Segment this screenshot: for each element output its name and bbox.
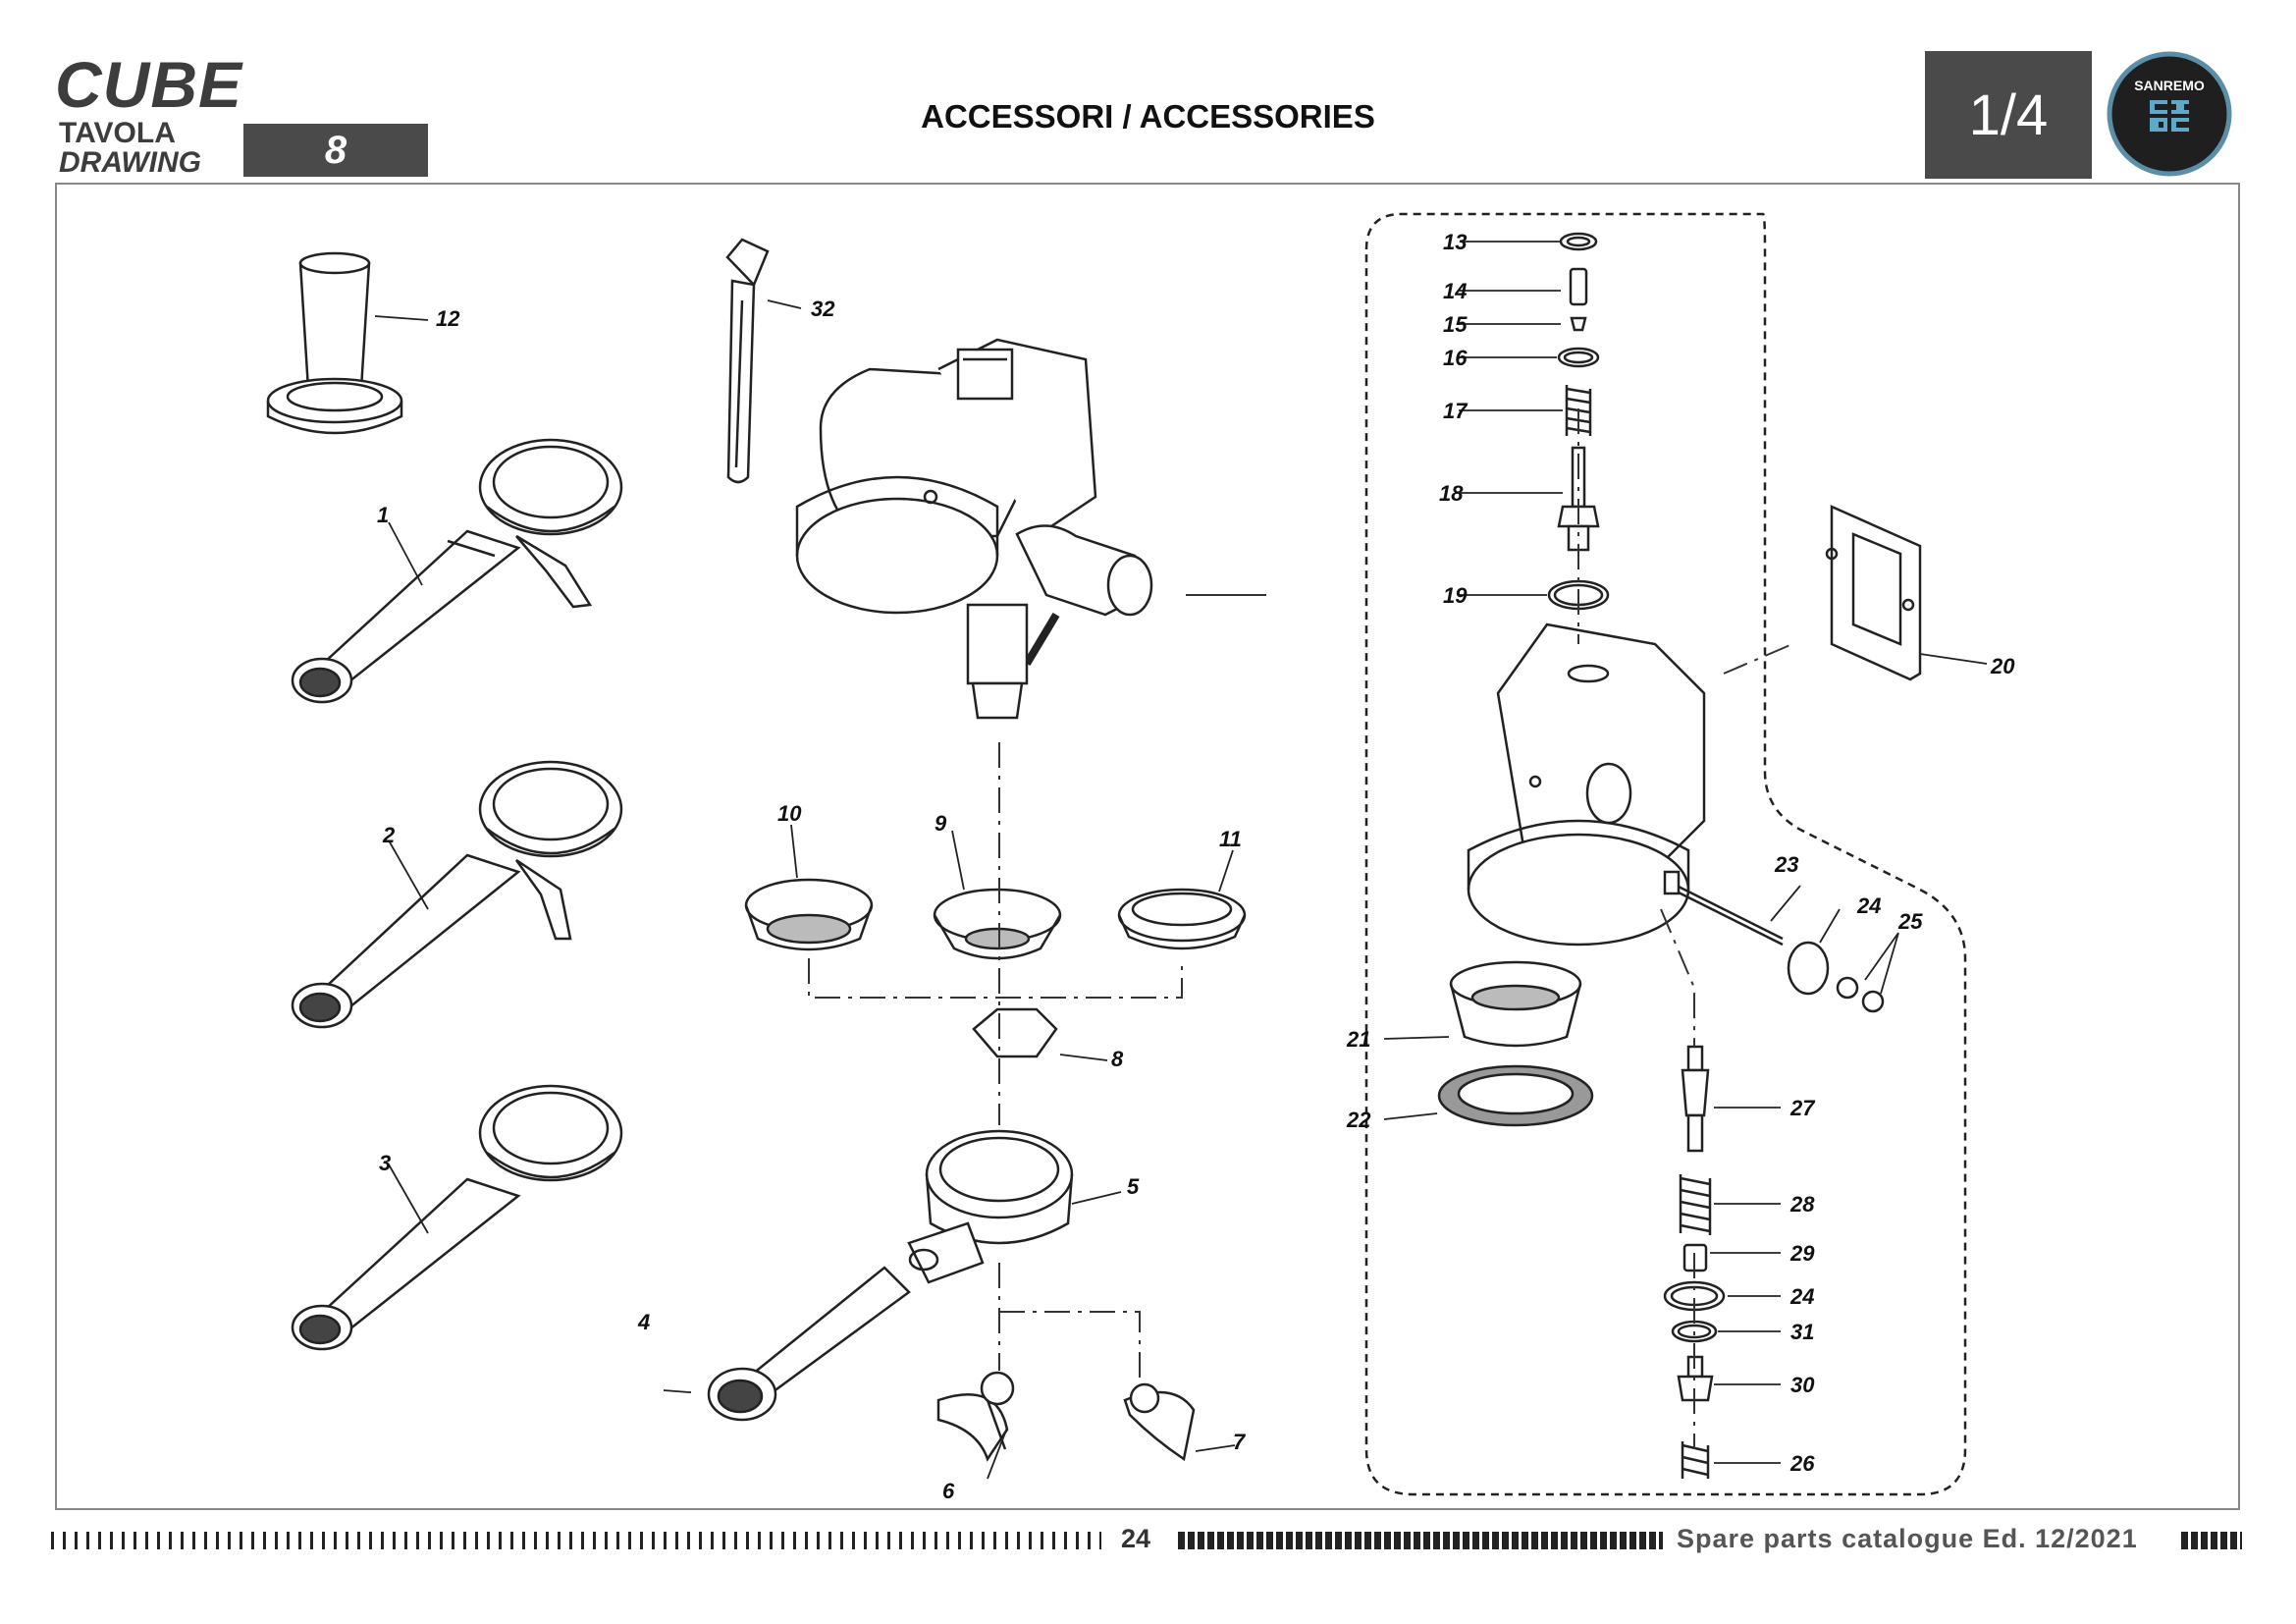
- part-27-piston: [1681, 1045, 1710, 1153]
- part-24-ring: [1787, 941, 1830, 996]
- callout-3: 3: [379, 1151, 391, 1175]
- part-3-portafilter: [291, 1084, 623, 1351]
- callout-28: 28: [1789, 1192, 1815, 1217]
- part-11-blind-basket: [1117, 888, 1247, 950]
- footer-page-number: 24: [1121, 1524, 1151, 1553]
- callout-15: 15: [1443, 312, 1468, 337]
- part-26-spring: [1681, 1441, 1710, 1479]
- callout-25: 25: [1897, 909, 1923, 934]
- callout-30: 30: [1790, 1373, 1815, 1397]
- part-16-ring: [1557, 347, 1600, 368]
- sanremo-logo-icon: SANREMO: [2107, 51, 2232, 177]
- part-8-spring-clip: [972, 1007, 1058, 1058]
- callout-5: 5: [1127, 1174, 1140, 1199]
- brand-name: CUBE: [55, 48, 243, 121]
- callout-22: 22: [1346, 1108, 1371, 1132]
- callout-21: 21: [1346, 1027, 1370, 1052]
- callout-20: 20: [1990, 654, 2015, 678]
- group-head-assembly: [795, 338, 1153, 720]
- callout-9: 9: [934, 811, 947, 836]
- callout-17: 17: [1443, 399, 1468, 423]
- part-9-filter-basket: [933, 888, 1062, 960]
- callout-32: 32: [811, 297, 835, 321]
- page-counter: 1/4: [1968, 82, 2049, 147]
- callout-26: 26: [1789, 1451, 1815, 1476]
- callout-8: 8: [1111, 1047, 1124, 1071]
- part-12-tamper: [266, 251, 403, 435]
- page-title: ACCESSORI / ACCESSORIES: [921, 98, 1375, 135]
- callout-31: 31: [1790, 1320, 1814, 1344]
- callout-14: 14: [1443, 279, 1467, 303]
- part-21-shower-screen: [1449, 960, 1582, 1048]
- callout-29: 29: [1789, 1241, 1815, 1266]
- part-28-spring: [1679, 1174, 1712, 1235]
- drawing-number: 8: [324, 128, 347, 172]
- page-counter-badge: 1/4: [1925, 51, 2092, 179]
- callout-1: 1: [377, 503, 389, 527]
- subassembly-outline: [1364, 212, 1967, 1496]
- footer-bars-right: [2181, 1532, 2242, 1549]
- callout-23: 23: [1774, 852, 1798, 877]
- callout-16: 16: [1443, 346, 1468, 370]
- part-10-filter-basket: [744, 878, 874, 951]
- part-30-valve: [1677, 1355, 1714, 1402]
- part-5-portafilter-body: [907, 1129, 1074, 1284]
- part-20-gasket-plate: [1825, 505, 1922, 681]
- tavola-label: TAVOLA: [59, 117, 176, 149]
- part-15-screw: [1570, 316, 1587, 332]
- drawing-number-badge: 8: [243, 124, 428, 177]
- part-2-portafilter: [291, 760, 623, 1029]
- part-22-group-gasket: [1437, 1064, 1594, 1127]
- footer-bars-middle: [1178, 1532, 1663, 1549]
- part-32-brush: [725, 238, 770, 484]
- callout-24-top: 24: [1856, 893, 1881, 918]
- callout-6: 6: [942, 1479, 955, 1503]
- exploded-diagram: 12 32 1 2 3 10 9 11 8 5 4 6 7 13 14 15 1…: [266, 212, 2015, 1503]
- logo-text: SANREMO: [2134, 78, 2205, 93]
- footer-catalogue: Spare parts catalogue Ed. 12/2021: [1677, 1524, 2138, 1553]
- callout-19: 19: [1443, 583, 1468, 608]
- callout-7: 7: [1233, 1430, 1247, 1454]
- callout-2: 2: [382, 823, 396, 847]
- right-group-head: [1467, 623, 1706, 947]
- part-6-spout: [936, 1371, 1015, 1462]
- callout-10: 10: [777, 801, 802, 826]
- footer-bars-left: [51, 1532, 1101, 1549]
- callout-24-lower: 24: [1789, 1284, 1814, 1309]
- callout-11: 11: [1219, 827, 1242, 851]
- part-13-ring: [1559, 232, 1598, 251]
- drawing-frame: [55, 183, 2240, 1510]
- callout-13: 13: [1443, 230, 1467, 254]
- callout-18: 18: [1439, 481, 1464, 506]
- part-25-washer: [1836, 976, 1885, 1013]
- part-14-pin: [1569, 267, 1588, 306]
- part-1-portafilter: [291, 438, 623, 704]
- part-23-valve-pin: [1663, 870, 1784, 947]
- callout-27: 27: [1789, 1096, 1816, 1120]
- part-7-spout: [1123, 1382, 1196, 1462]
- callout-4: 4: [637, 1310, 650, 1334]
- part-4-portafilter-handle: [707, 1266, 911, 1422]
- drawing-label: DRAWING: [59, 146, 201, 179]
- callout-12: 12: [436, 306, 460, 331]
